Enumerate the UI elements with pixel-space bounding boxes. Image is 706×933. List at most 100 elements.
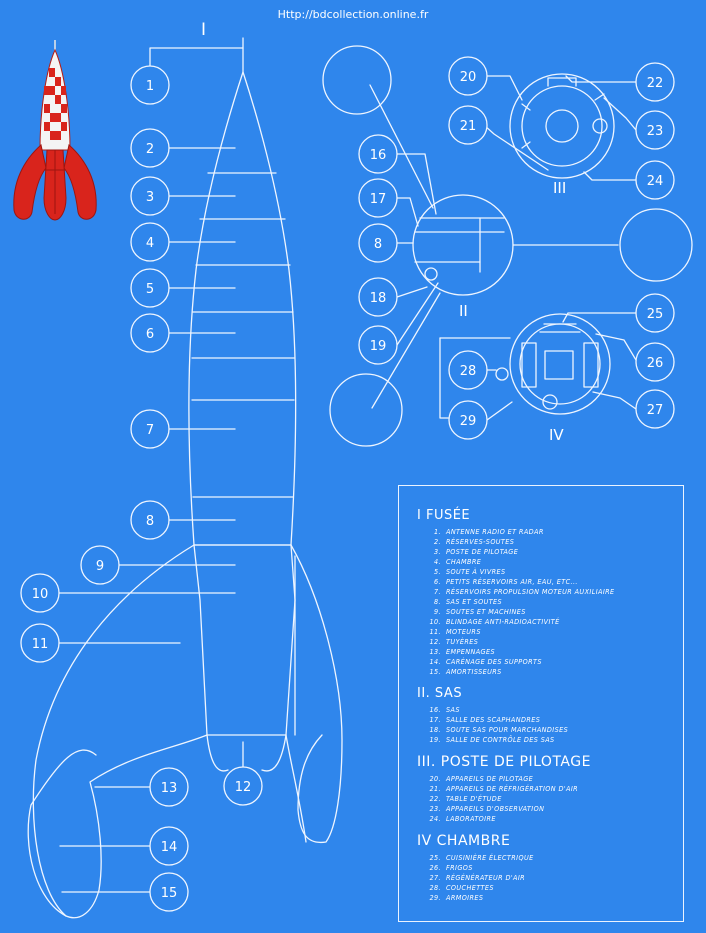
legend-item-number: 23. (429, 804, 441, 813)
legend-item-label: SOUTE À VIVRES (446, 567, 506, 576)
callout-number: 21 (460, 119, 477, 134)
legend-item-label: CARÉNAGE DES SUPPORTS (446, 657, 542, 666)
legend-section-poste: III. POSTE DE PILOTAGE 20.APPAREILS DE P… (417, 754, 683, 824)
legend-item-label: APPAREILS DE RÉFRIGÉRATION D'AIR (446, 784, 579, 793)
legend-item-label: APPAREILS D'OBSERVATION (446, 804, 545, 813)
legend-item-label: MOTEURS (446, 627, 481, 636)
callout-circle (358, 178, 398, 218)
callout-number: 8 (374, 237, 382, 252)
legend-item: 27. RÉGÉNÉRATEUR D'AIR (428, 873, 683, 883)
callout-circle (358, 134, 398, 174)
legend-item: 14.CARÉNAGE DES SUPPORTS (428, 657, 683, 667)
legend-item-label: COUCHETTES (446, 883, 494, 892)
rocket-callout-leaders (58, 47, 244, 893)
legend-item: 11.MOTEURS (428, 627, 683, 637)
callout-number: 20 (460, 70, 477, 85)
callout-circle (358, 277, 398, 317)
legend-item-label: TABLE D'ÉTUDE (446, 794, 502, 803)
legend-item-number: 27. (429, 873, 441, 882)
legend-item-label: SOUTES ET MACHINES (446, 607, 526, 616)
legend-item-number: 20. (429, 774, 441, 783)
callout-number: 16 (370, 148, 387, 163)
legend-item-label: RÉGÉNÉRATEUR D'AIR (446, 873, 526, 882)
legend-item: 18. SOUTE SAS POUR MARCHANDISES (428, 725, 683, 735)
callout-circle (130, 176, 170, 216)
callout-circle (448, 56, 488, 96)
legend-item-label: SALLE DE CONTRÔLE DES SAS (446, 735, 555, 744)
legend-section-title: IV CHAMBRE (417, 833, 511, 849)
callout-number: 4 (146, 236, 154, 251)
cockpit-section-view (483, 73, 637, 181)
callout-number: 24 (647, 174, 664, 189)
callout-circle (149, 826, 189, 866)
callout-number: 14 (161, 840, 178, 855)
callout-number: 3 (146, 190, 154, 205)
callout-circle (448, 400, 488, 440)
callout-number: 23 (647, 124, 664, 139)
legend-item: 5. SOUTE À VIVRES (428, 567, 683, 577)
legend-item-number: 13. (429, 647, 441, 656)
legend-item: 20. APPAREILS DE PILOTAGE (428, 774, 683, 784)
moon-rocket-icon (13, 40, 97, 221)
legend-item-label: FRIGOS (446, 863, 473, 872)
legend-item-label: SOUTE SAS POUR MARCHANDISES (446, 725, 569, 734)
legend-item: 12.TUYÈRES (428, 637, 683, 647)
legend-item-label: CHAMBRE (446, 557, 482, 566)
legend-item: 4.CHAMBRE (428, 557, 683, 567)
legend-item-number: 1. (434, 527, 441, 536)
legend-item-number: 8. (434, 597, 441, 606)
legend-item-number: 22. (429, 794, 441, 803)
legend-item: 1.ANTENNE RADIO ET RADAR (428, 527, 683, 537)
callout-number: 2 (146, 142, 154, 157)
legend-item: 29.ARMOIRES (428, 893, 683, 903)
legend-item: 24.LABORATOIRE (428, 814, 683, 824)
callout-number: 5 (146, 282, 154, 297)
legend-item-number: 12. (429, 637, 441, 646)
legend-item-number: 18. (429, 725, 441, 734)
legend-item: 21.APPAREILS DE RÉFRIGÉRATION D'AIR (428, 784, 683, 794)
legend-item: 6.PETITS RÉSERVOIRS AIR, EAU, ETC... (428, 577, 683, 587)
callout-circle (130, 313, 170, 353)
callout-circle (130, 65, 170, 105)
callout-circle (635, 62, 675, 102)
callout-number: 25 (647, 307, 664, 322)
legend-item-label: SALLE DES SCAPHANDRES (446, 715, 541, 724)
callout-circle (448, 350, 488, 390)
legend-item: 16.SAS (428, 705, 683, 715)
legend-item-number: 17. (429, 715, 441, 724)
view-label-chambre: IV (549, 426, 564, 444)
callout-circle (358, 325, 398, 365)
legend-item-label: APPAREILS DE PILOTAGE (446, 774, 534, 783)
legend-section-title: II. SAS (417, 686, 463, 701)
callout-number: 22 (647, 76, 664, 91)
legend-item-label: RÉSERVOIRS PROPULSION MOTEUR AUXILIAIRE (446, 587, 615, 596)
callout-circle (80, 545, 120, 585)
callout-circle (130, 222, 170, 262)
callout-circle (448, 105, 488, 145)
callout-number: 29 (460, 414, 477, 429)
legend-item-number: 2. (434, 537, 441, 546)
callout-circle (223, 766, 263, 806)
callout-number: 17 (370, 192, 387, 207)
bedroom-section-view (439, 312, 637, 421)
callout-circle (130, 268, 170, 308)
legend-section-title: I FUSÉE (417, 508, 471, 523)
callout-circle (635, 160, 675, 200)
legend-item-number: 5. (434, 567, 441, 576)
callout-number: 15 (161, 886, 178, 901)
legend-item: 13.EMPENNAGES (428, 647, 683, 657)
callout-number: 28 (460, 364, 477, 379)
callout-numbers: 1234567891011121314151617818192021222324… (32, 70, 664, 901)
site-url: Http://bdcollection.online.fr (277, 8, 429, 21)
callout-circle (20, 623, 60, 663)
view-label-poste: III (553, 179, 566, 197)
legend-item-number: 6. (434, 577, 441, 586)
legend-item-number: 29. (429, 893, 441, 902)
callout-circles (20, 56, 675, 912)
